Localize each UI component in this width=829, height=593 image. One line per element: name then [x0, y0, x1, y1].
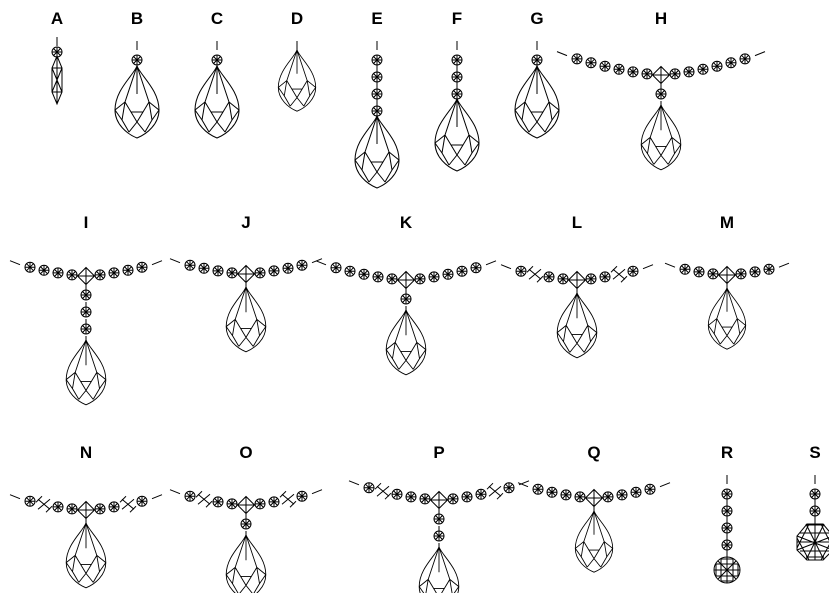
crystal-h [556, 51, 766, 171]
label-k: K [400, 213, 413, 232]
crystal-a [51, 36, 63, 105]
crystal-n [9, 494, 163, 589]
crystal-j [169, 258, 323, 353]
label-q: Q [587, 443, 600, 462]
crystal-d [277, 40, 317, 112]
label-c: C [211, 9, 223, 28]
crystal-q [517, 482, 671, 573]
crystal-c [194, 40, 240, 139]
label-i: I [84, 213, 89, 232]
label-s: S [809, 443, 820, 462]
label-n: N [80, 443, 92, 462]
crystal-o [169, 489, 323, 593]
crystal-g [514, 40, 560, 139]
crystal-s [796, 474, 829, 561]
crystal-e [354, 40, 400, 189]
label-o: O [239, 443, 252, 462]
label-j: J [241, 213, 250, 232]
crystal-f [434, 40, 480, 172]
label-f: F [452, 9, 462, 28]
label-h: H [655, 9, 667, 28]
label-r: R [721, 443, 733, 462]
label-a: A [51, 9, 63, 28]
label-m: M [720, 213, 734, 232]
crystal-p [348, 480, 530, 593]
label-p: P [433, 443, 444, 462]
crystal-l [500, 264, 654, 359]
label-b: B [131, 9, 143, 28]
crystal-r [713, 474, 741, 584]
crystal-i [9, 260, 163, 406]
label-e: E [371, 9, 382, 28]
crystal-k [315, 260, 497, 376]
label-l: L [572, 213, 582, 232]
crystal-m [664, 262, 790, 350]
label-g: G [530, 9, 543, 28]
crystal-b [114, 40, 160, 139]
label-d: D [291, 9, 303, 28]
